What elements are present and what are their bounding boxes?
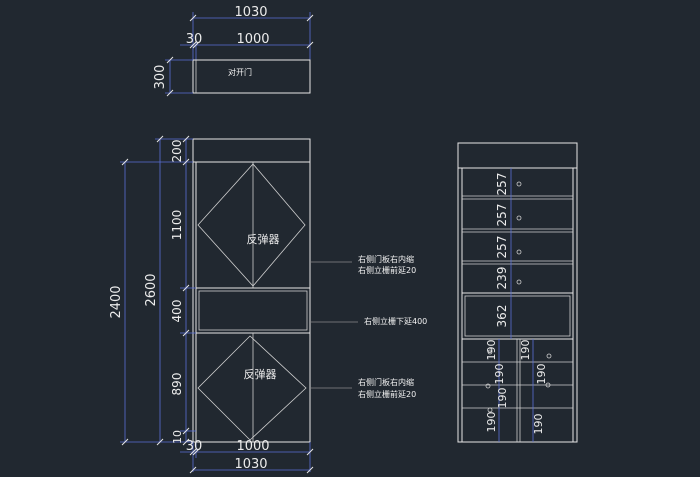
dim-tick xyxy=(192,41,200,49)
dim-tick xyxy=(306,41,314,49)
dim-overall-top: 1030 xyxy=(234,5,267,20)
dim-tick xyxy=(121,158,129,166)
dim-tick xyxy=(189,14,197,22)
middle-open-inner xyxy=(198,290,308,331)
dim-width-top: 1000 xyxy=(236,32,269,47)
note-lower-line1: 右侧门板右内缩 xyxy=(358,377,414,387)
dim-left-lower-4: 190 xyxy=(485,412,498,433)
dim-cabinet-height: 2600 xyxy=(144,273,159,306)
shelf-pin-hole xyxy=(485,383,491,389)
dim-tick xyxy=(192,448,200,456)
dim-seg-lower: 890 xyxy=(170,373,184,396)
dim-shelf-3: 257 xyxy=(495,236,509,259)
dim-tick xyxy=(182,329,190,337)
dim-left-offset-top: 30 xyxy=(186,32,203,47)
dim-seg-base: 10 xyxy=(171,430,184,444)
dim-left-lower-2: 190 xyxy=(493,364,506,385)
note-mid: 右侧立栅下延400 xyxy=(364,316,427,326)
dim-tick xyxy=(306,14,314,22)
note-upper-line2: 右侧立栅前延20 xyxy=(358,265,416,275)
dim-left-lower-3: 190 xyxy=(496,388,509,409)
dim-tick xyxy=(156,135,164,143)
dim-tick xyxy=(121,438,129,446)
side-open-inner xyxy=(464,295,571,337)
dim-shelf-4: 239 xyxy=(495,267,509,290)
dim-right-lower-2: 190 xyxy=(535,364,548,385)
lower-door-label: 反弹器 xyxy=(244,367,277,381)
dim-tick xyxy=(156,438,164,446)
dim-total-height: 2400 xyxy=(109,285,124,318)
side-view: 257 257 257 239 362 190 190 190 190 190 … xyxy=(457,142,578,443)
dim-shelf-5: 362 xyxy=(495,305,509,328)
dim-right-lower-1: 190 xyxy=(519,340,532,361)
front-cabinet-outline xyxy=(192,138,311,443)
lower-door-diamond xyxy=(197,335,307,441)
shelf-pin-hole xyxy=(516,181,522,187)
dim-tick xyxy=(182,438,190,446)
dim-tick xyxy=(306,466,314,474)
dim-shelf-1: 257 xyxy=(495,173,509,196)
dim-tick xyxy=(166,56,174,64)
dim-tick xyxy=(182,284,190,292)
dim-bottom-width: 1000 xyxy=(236,439,269,454)
shelf-pin-hole xyxy=(516,215,522,221)
note-lower-line2: 右侧立栅前延20 xyxy=(358,389,416,399)
dim-depth: 300 xyxy=(153,65,168,90)
dim-left-lower-1: 190 xyxy=(485,340,498,361)
side-outline xyxy=(457,142,578,443)
shelf-pin-hole xyxy=(487,349,493,355)
note-upper-line1: 右侧门板右内缩 xyxy=(358,254,414,264)
upper-door-label: 反弹器 xyxy=(247,232,280,246)
dim-tick xyxy=(182,427,190,435)
dim-tick xyxy=(189,41,197,49)
dim-seg-mid: 400 xyxy=(170,300,184,323)
dim-tick xyxy=(306,448,314,456)
shelf-pin-hole xyxy=(545,382,551,388)
front-view: 反弹器 反弹器 右侧门板右内缩 右侧立栅前延20 右侧立栅下延400 右侧门板右… xyxy=(109,135,427,474)
side-open-section xyxy=(461,292,574,340)
upper-door-diamond xyxy=(197,163,306,287)
shelf-pin-hole xyxy=(516,249,522,255)
dim-tick xyxy=(182,135,190,143)
dim-right-lower-3: 190 xyxy=(532,414,545,435)
dim-shelf-2: 257 xyxy=(495,204,509,227)
dim-tick xyxy=(182,158,190,166)
dim-tick xyxy=(189,466,197,474)
dim-bottom-offset: 30 xyxy=(186,439,203,454)
top-view-outline xyxy=(192,59,311,94)
dim-seg-top: 200 xyxy=(170,140,184,163)
top-view-label: 对开门 xyxy=(228,67,252,77)
dim-bottom-overall: 1030 xyxy=(234,457,267,472)
dim-tick xyxy=(189,448,197,456)
shelf-pin-hole xyxy=(546,353,552,359)
dim-seg-upper: 1100 xyxy=(170,210,184,241)
dim-tick xyxy=(166,89,174,97)
middle-open-section xyxy=(195,287,311,334)
shelf-pin-hole xyxy=(516,279,522,285)
top-view: 1030 30 1000 对开门 300 xyxy=(153,5,314,97)
shelf-pin-hole xyxy=(487,407,493,413)
